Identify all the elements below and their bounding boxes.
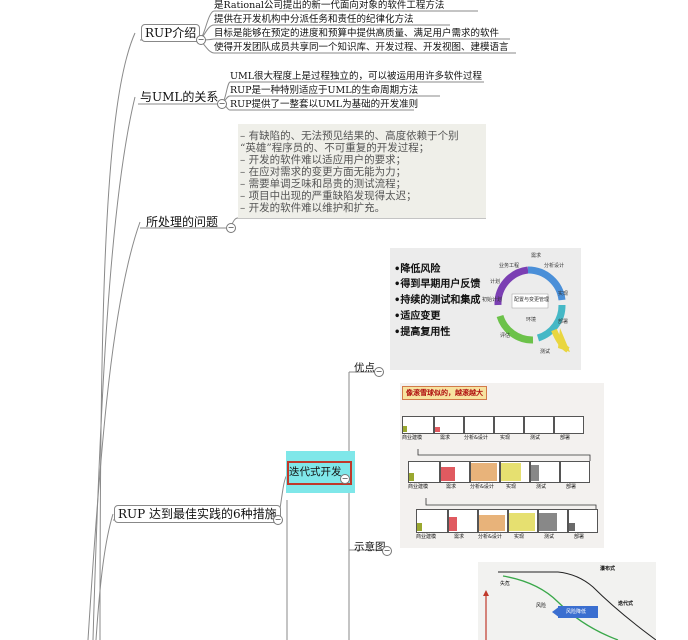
node-iterative-development[interactable]: 迭代式开发 [289, 466, 342, 478]
rup-intro-item-2: 提供在开发机构中分派任务和责任的纪律化方法 [214, 14, 414, 25]
collapse-toggle-rup-intro[interactable]: − [196, 35, 206, 45]
cycle-label: 实现 [558, 291, 569, 297]
cycle-label: 环境 [526, 317, 537, 323]
problem-line: – 项目中出现的严重缺陷发现得太迟； [240, 190, 417, 202]
snowball-label: 测试 [544, 534, 555, 540]
cycle-label: 业务工程 [499, 263, 520, 269]
snowball-label: 分析&设计 [464, 435, 488, 441]
collapse-toggle-practices[interactable]: − [273, 515, 283, 525]
cycle-label: 评估 [500, 333, 511, 339]
cycle-label: 计划 [490, 279, 501, 285]
node-problems[interactable]: 所处理的问题 [146, 215, 219, 229]
snowball-label: 实现 [500, 435, 511, 441]
problem-line: – 开发的软件难以维护和扩充。 [240, 202, 386, 214]
problem-line: – 开发的软件难以适应用户的要求； [240, 154, 407, 166]
cycle-label: 测试 [540, 349, 551, 355]
advantage-bullet: •得到早期用户反馈 [394, 279, 481, 290]
risk-text: 风险 [536, 603, 547, 609]
snowball-label: 实现 [506, 484, 517, 490]
uml-item-3: RUP提供了一整套以UML为基础的开发准则 [230, 99, 419, 110]
risk-label: 失危 [500, 581, 511, 587]
snowball-image: 像滚雪球似的，越滚越大 商业建模 需求 分析&设计 实现 测试 部署 商业建模 … [400, 383, 604, 548]
rup-intro-item-1: 是Rational公司提出的新一代面向对象的软件工程方法 [214, 0, 445, 11]
cycle-label: 需求 [531, 253, 542, 259]
collapse-toggle-uml[interactable]: − [217, 99, 227, 109]
uml-item-1: UML很大程度上是过程独立的，可以被运用用许多软件过程 [230, 71, 483, 82]
collapse-toggle-problems[interactable]: − [226, 223, 236, 233]
cycle-center-label: 配置与变更管理 [514, 297, 550, 303]
snowball-label: 需求 [446, 484, 457, 490]
node-best-practices[interactable]: RUP 达到最佳实践的6种措施 [114, 505, 281, 523]
rup-intro-item-3: 目标是能够在预定的进度和预算中提供高质量、满足用户需求的软件 [214, 28, 500, 39]
collapse-toggle-iterative[interactable]: − [340, 474, 350, 484]
risk-chart-image: 瀑布式 迭代式 失危 风险 风险降低 [478, 562, 656, 640]
problem-line: – 在应对需求的变更方面无能为力； [240, 166, 407, 178]
advantage-bullet: •降低风险 [394, 264, 441, 275]
node-advantages[interactable]: 优点 [354, 362, 375, 374]
waterfall-label: 瀑布式 [600, 566, 616, 572]
collapse-toggle-diagram[interactable]: − [382, 546, 392, 556]
node-uml-relation[interactable]: 与UML的关系 [140, 90, 219, 104]
snowball-label: 部署 [560, 435, 571, 441]
risk-reduce-label: 风险降低 [566, 609, 587, 615]
rup-intro-item-4: 使得开发团队成员共享同一个知识库、开发过程、开发视图、建模语言 [214, 42, 509, 53]
problem-line: – 需要单调乏味和昂贵的测试流程； [240, 178, 407, 190]
snowball-label: 商业建模 [408, 484, 429, 490]
snowball-label: 部署 [566, 484, 577, 490]
problem-line: “英雄”程序员的、不可重复的开发过程； [240, 142, 430, 154]
snowball-label: 需求 [440, 435, 451, 441]
advantage-bullet: •适应变更 [394, 311, 441, 322]
advantage-bullet: •持续的测试和集成 [394, 295, 481, 306]
problems-image: – 有缺陷的、无法预见结果的、高度依赖于个别 “英雄”程序员的、不可重复的开发过… [238, 124, 486, 218]
snowball-title: 像滚雪球似的，越滚越大 [402, 386, 487, 400]
snowball-label: 分析&设计 [470, 484, 494, 490]
iterative-highlight [286, 451, 355, 493]
snowball-label: 商业建模 [402, 435, 423, 441]
cycle-label: 部署 [558, 319, 569, 325]
uml-item-2: RUP是一种特别适应于UML的生命周期方法 [230, 85, 419, 96]
snowball-label: 部署 [574, 534, 585, 540]
node-rup-intro[interactable]: RUP介绍 [141, 24, 201, 42]
snowball-label: 需求 [454, 534, 465, 540]
advantage-bullet: •提高复用性 [394, 327, 451, 338]
problem-line: – 有缺陷的、无法预见结果的、高度依赖于个别 [240, 130, 459, 142]
snowball-label: 测试 [536, 484, 547, 490]
advantages-image: •降低风险 •得到早期用户反馈 •持续的测试和集成 •适应变更 •提高复用性 配… [390, 248, 581, 370]
snowball-label: 测试 [530, 435, 541, 441]
snowball-label: 分析&设计 [478, 534, 502, 540]
collapse-toggle-advantages[interactable]: − [374, 367, 384, 377]
snowball-label: 商业建模 [416, 534, 437, 540]
iteration-cycle-graphic [494, 266, 570, 353]
cycle-label: 初始计划 [482, 297, 503, 303]
cycle-label: 分析设计 [544, 263, 565, 269]
iterative-label: 迭代式 [618, 601, 634, 607]
snowball-label: 实现 [514, 534, 525, 540]
node-diagram[interactable]: 示意图 [354, 541, 386, 553]
iterative-selection-frame [287, 461, 352, 485]
